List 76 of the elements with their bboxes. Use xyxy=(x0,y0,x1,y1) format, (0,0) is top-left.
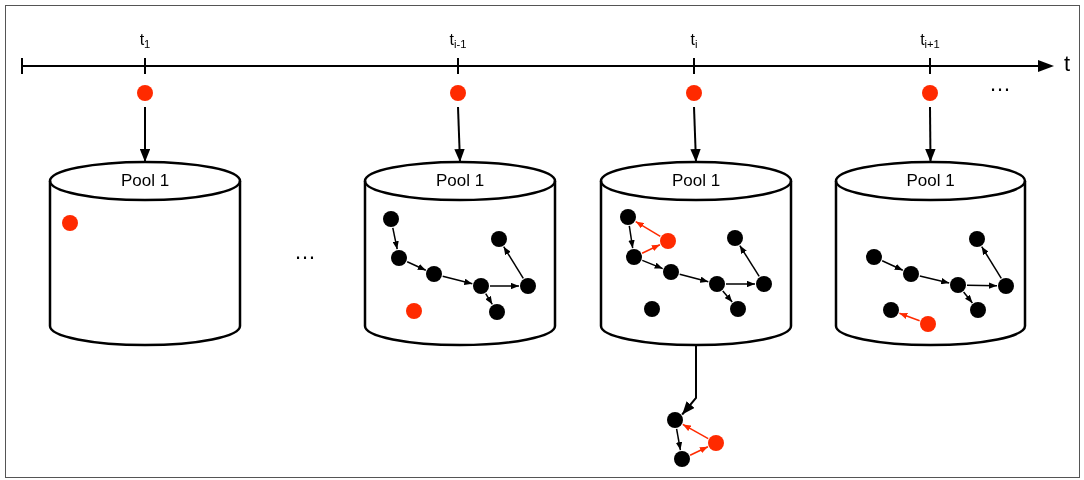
dot-node xyxy=(137,85,153,101)
dot-node xyxy=(406,303,422,319)
dot-node xyxy=(686,85,702,101)
dot-node xyxy=(903,266,919,282)
arrow xyxy=(881,260,904,271)
arrow xyxy=(980,245,1003,280)
arrow xyxy=(722,290,733,303)
arrow xyxy=(689,446,709,456)
pool-cylinder xyxy=(836,162,1025,345)
arrow xyxy=(454,106,465,163)
arrow xyxy=(675,428,683,451)
arrow xyxy=(502,245,525,280)
tick-label: t$_{i-1}$ xyxy=(449,32,467,51)
arrow xyxy=(739,244,760,278)
dot-node xyxy=(62,215,78,231)
dot-node xyxy=(391,250,407,266)
dot-node xyxy=(644,301,660,317)
arrow xyxy=(139,106,151,163)
ellipsis: … xyxy=(294,241,316,263)
arrow xyxy=(966,282,998,289)
dot-node xyxy=(970,302,986,318)
dot-node xyxy=(998,278,1014,294)
dot-node xyxy=(660,233,676,249)
dot-node xyxy=(489,304,505,320)
arrow xyxy=(725,280,756,288)
arrow xyxy=(919,275,950,285)
dot-node xyxy=(730,301,746,317)
dot-node xyxy=(491,231,507,247)
arrow xyxy=(406,260,427,272)
dot-node xyxy=(969,231,985,247)
dot-node xyxy=(708,435,724,451)
tick-label: t$_{1}$ xyxy=(139,32,151,51)
dot-node xyxy=(450,85,466,101)
dot-node xyxy=(520,278,536,294)
arrow xyxy=(962,291,974,304)
axis-label: t xyxy=(1063,53,1071,75)
arrow xyxy=(484,292,494,306)
pool-label: Pool 1 xyxy=(120,172,170,189)
dot-node xyxy=(727,230,743,246)
dot-node xyxy=(667,412,683,428)
arrow xyxy=(441,275,474,285)
arrow xyxy=(489,282,520,290)
arrow xyxy=(392,227,399,250)
dot-node xyxy=(920,316,936,332)
arrow xyxy=(898,312,921,322)
arrow xyxy=(925,106,936,163)
dot-node xyxy=(426,266,442,282)
dot-node xyxy=(473,278,489,294)
pool-label: Pool 1 xyxy=(906,172,955,189)
arrow xyxy=(634,220,662,238)
arrow xyxy=(641,244,661,254)
arrow xyxy=(682,423,709,440)
arrow xyxy=(690,106,701,163)
pool-label: Pool 1 xyxy=(671,172,721,189)
pool-cylinder xyxy=(601,162,791,345)
arrow xyxy=(678,273,710,283)
dot-node xyxy=(866,249,882,265)
dot-node xyxy=(620,209,636,225)
pool-cylinder xyxy=(50,162,240,345)
dot-node xyxy=(756,276,772,292)
dot-node xyxy=(883,302,899,318)
dot-node xyxy=(383,211,399,227)
dot-node xyxy=(663,264,679,280)
arrow xyxy=(628,225,635,249)
dot-node xyxy=(709,276,725,292)
arrow xyxy=(641,259,664,270)
tick-label: t$_{i}$ xyxy=(690,32,698,51)
dot-node xyxy=(674,451,690,467)
pool-label: Pool 1 xyxy=(435,172,485,189)
arrow xyxy=(681,344,697,416)
dot-node xyxy=(950,277,966,293)
tick-label: t$_{i+1}$ xyxy=(920,32,940,51)
dot-node xyxy=(922,85,938,101)
ellipsis: … xyxy=(989,73,1011,95)
pool-cylinder xyxy=(365,162,555,345)
dot-node xyxy=(626,249,642,265)
